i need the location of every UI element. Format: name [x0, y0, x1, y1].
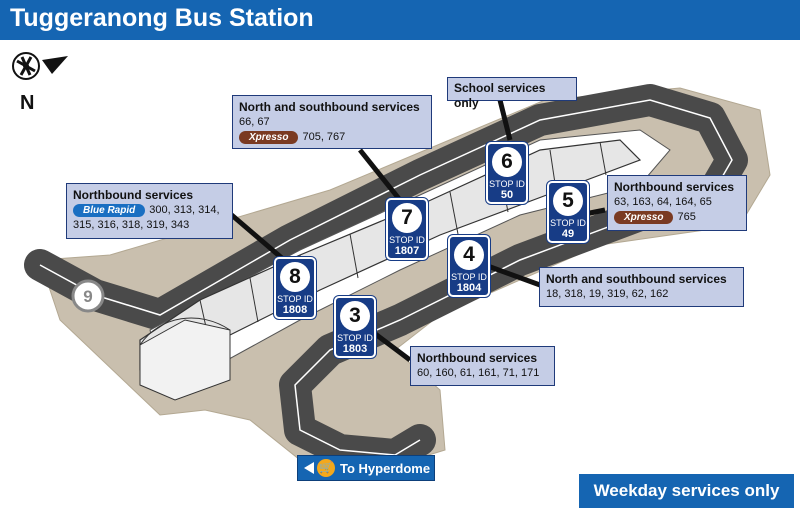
stop-number: 5	[553, 186, 583, 216]
stop-marker-5[interactable]: 5 STOP ID 49	[547, 181, 589, 243]
weekday-banner: Weekday services only	[579, 474, 794, 508]
blue-rapid-badge: Blue Rapid	[73, 204, 146, 217]
stop-id-label: STOP ID	[451, 272, 487, 282]
callout-routes-2: 705, 767	[302, 131, 346, 143]
hyperdome-sign[interactable]: 🛒 To Hyperdome	[297, 455, 435, 481]
stop-id: 1804	[456, 282, 482, 294]
title-bar: Tuggeranong Bus Station	[0, 0, 800, 40]
compass-icon	[12, 52, 40, 80]
stop-marker-7[interactable]: 7 STOP ID 1807	[386, 198, 428, 260]
stop-id-label: STOP ID	[489, 179, 525, 189]
callout-stop-4: North and southbound services 18, 318, 1…	[539, 267, 744, 307]
route-9-marker	[71, 279, 105, 313]
callout-heading: School services only	[454, 81, 546, 110]
north-label: N	[20, 92, 35, 114]
xpresso-badge: Xpresso	[239, 131, 299, 144]
stop-number: 6	[492, 147, 522, 177]
stop-marker-8[interactable]: 8 STOP ID 1808	[274, 257, 316, 319]
stop-id: 1808	[282, 304, 308, 316]
stop-marker-3[interactable]: 3 STOP ID 1803	[334, 296, 376, 358]
arrow-left-icon	[304, 462, 314, 474]
callout-routes-2: 315, 316, 318, 319, 343	[73, 219, 190, 231]
stop-id: 1807	[394, 245, 420, 257]
shopping-cart-icon: 🛒	[317, 459, 335, 477]
station-building	[139, 319, 231, 401]
stop-id-label: STOP ID	[389, 235, 425, 245]
stop-marker-4[interactable]: 4 STOP ID 1804	[448, 235, 490, 297]
callout-heading: Northbound services	[417, 351, 538, 365]
north-arrow-icon	[42, 56, 68, 74]
stop-marker-6[interactable]: 6 STOP ID 50	[486, 142, 528, 204]
callout-stop-6: School services only	[447, 77, 577, 110]
callout-routes: 18, 318, 19, 319, 62, 162	[546, 288, 669, 300]
callout-stop-5: Northbound services 63, 163, 64, 164, 65…	[607, 175, 747, 231]
stop-number: 7	[392, 203, 422, 233]
callout-stop-3: Northbound services 60, 160, 61, 161, 71…	[410, 346, 555, 386]
stop-id: 1803	[342, 343, 368, 355]
callout-routes-2: 765	[677, 211, 696, 223]
hyperdome-label: To Hyperdome	[340, 461, 431, 476]
callout-stop-7: North and southbound services 66, 67 Xpr…	[232, 95, 432, 149]
callout-heading: North and southbound services	[239, 100, 420, 114]
xpresso-badge: Xpresso	[614, 211, 674, 224]
stop-id: 49	[561, 228, 575, 240]
stop-id-label: STOP ID	[277, 294, 313, 304]
route-9-label: 9	[83, 287, 92, 306]
stop-number: 3	[340, 301, 370, 331]
callout-heading: North and southbound services	[546, 272, 727, 286]
callout-routes: 60, 160, 61, 161, 71, 171	[417, 367, 540, 379]
stop-id-label: STOP ID	[337, 333, 373, 343]
callout-heading: Northbound services	[614, 180, 735, 194]
page-title: Tuggeranong Bus Station	[10, 4, 314, 32]
stop-id: 50	[500, 189, 514, 201]
callout-routes: 300, 313, 314,	[149, 204, 220, 216]
callout-routes: 66, 67	[239, 116, 270, 128]
stop-id-label: STOP ID	[550, 218, 586, 228]
callout-routes: 63, 163, 64, 164, 65	[614, 196, 712, 208]
stop-number: 4	[454, 240, 484, 270]
stop-number: 8	[280, 262, 310, 292]
callout-heading: Northbound services	[73, 188, 194, 202]
